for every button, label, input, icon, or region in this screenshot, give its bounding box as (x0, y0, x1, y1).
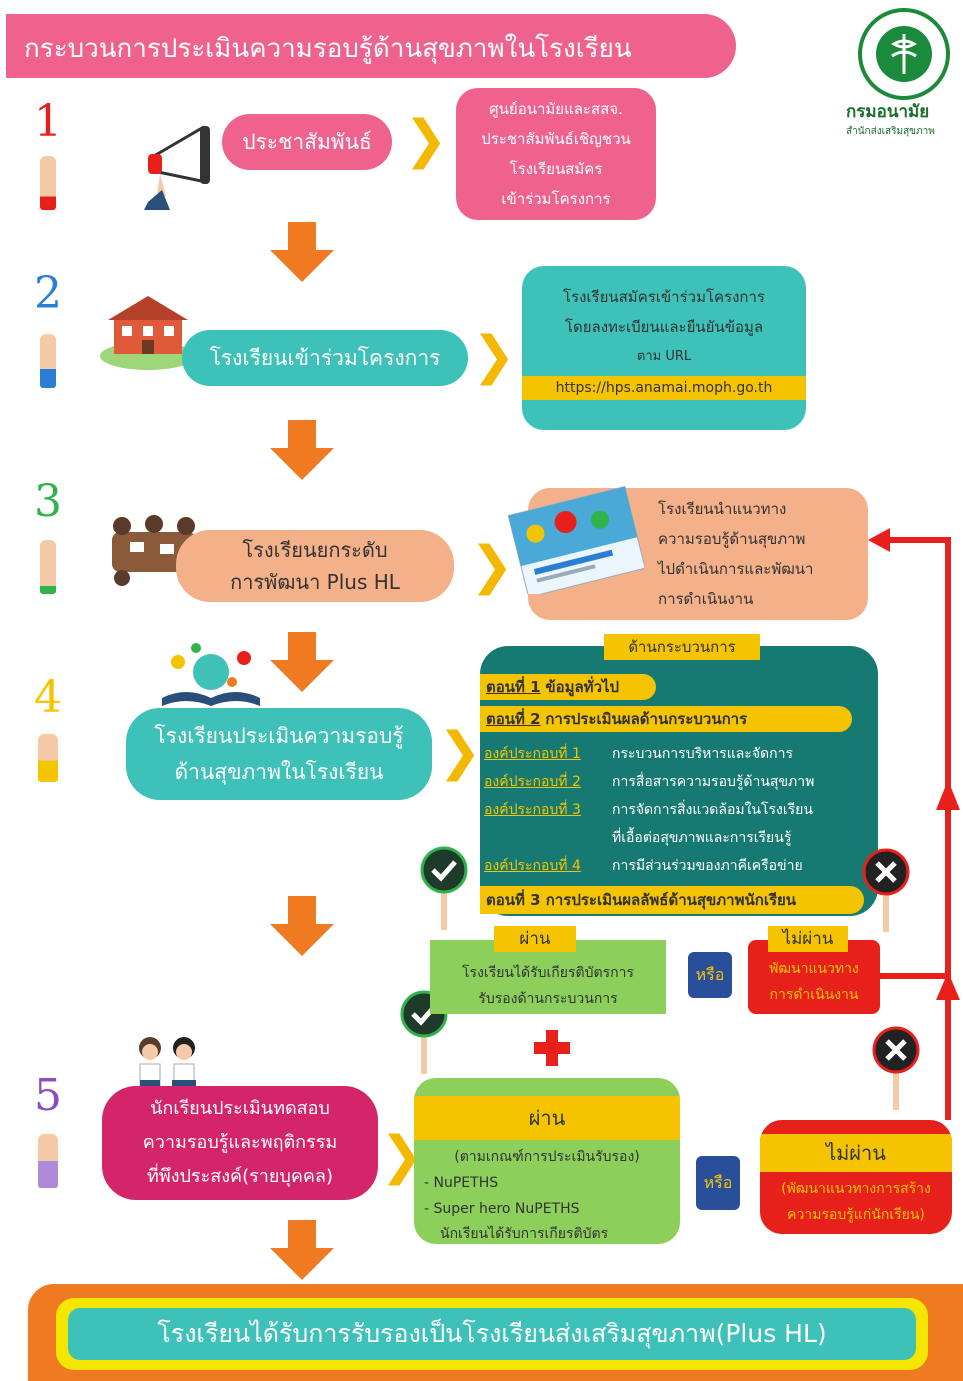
logo-name: กรมอนามัย (846, 102, 930, 122)
step-5-label: นักเรียนประเมินทดสอบ ความรอบรู้และพฤติกร… (102, 1086, 378, 1200)
step-2-label: โรงเรียนเข้าร่วมโครงการ (182, 330, 468, 386)
plus-icon (534, 1030, 570, 1066)
students-icon (139, 1037, 196, 1092)
chevron-right-icon: ❯ (438, 722, 482, 782)
down-arrow-icon (270, 632, 334, 692)
feedback-arrow-icon (936, 972, 960, 1120)
step-1-number: 1 (34, 96, 62, 147)
fail-1-box: พัฒนาแนวทาง การดำเนินงาน (748, 940, 880, 1014)
registration-url[interactable]: https://hps.anamai.moph.go.th (522, 376, 806, 400)
megaphone-icon (144, 125, 210, 210)
hand-three-icon (40, 540, 56, 594)
book-ideas-icon (162, 643, 260, 706)
down-arrow-icon (270, 896, 334, 956)
step-3-detail: โรงเรียนนำแนวทาง ความรอบรู้ด้านสุขภาพ ไป… (528, 488, 868, 620)
hand-one-icon (40, 156, 56, 210)
ministry-logo (858, 8, 950, 100)
process-tab: ด้านกระบวนการ (604, 634, 760, 660)
feedback-arrow-icon (868, 528, 960, 1020)
pass-1-box: โรงเรียนได้รับเกียรติบัตรการ รับรองด้านก… (430, 940, 666, 1014)
part-1-heading: ตอนที่ 1 ข้อมูลทั่วไป (480, 674, 656, 700)
cross-sign-icon (872, 1026, 920, 1110)
hand-four-icon (38, 734, 58, 782)
part-2-heading: ตอนที่ 2 การประเมินผลด้านกระบวนการ (480, 706, 852, 732)
or-badge: หรือ (696, 1156, 740, 1210)
final-banner: โรงเรียนได้รับการรับรองเป็นโรงเรียนส่งเส… (28, 1284, 963, 1381)
step-1-detail: ศูนย์อนามัยและสสจ. ประชาสัมพันธ์เชิญชวน … (456, 88, 656, 220)
down-arrow-icon (270, 222, 334, 282)
or-badge: หรือ (688, 952, 732, 998)
pass-1-tag: ผ่าน (494, 926, 576, 952)
school-building-icon (100, 296, 196, 370)
logo-subtitle: สำนักส่งเสริมสุขภาพ (846, 126, 935, 137)
list-item: ที่เอื้อต่อสุขภาพและการเรียนรู้ (612, 830, 792, 846)
step-4-label: โรงเรียนประเมินความรอบรู้ ด้านสุขภาพในโร… (126, 708, 432, 800)
down-arrow-icon (270, 420, 334, 480)
chevron-right-icon: ❯ (470, 536, 514, 596)
final-text: โรงเรียนได้รับการรับรองเป็นโรงเรียนส่งเส… (68, 1308, 916, 1360)
part-3-heading: ตอนที่ 3 การประเมินผลลัพธ์ด้านสุขภาพนักเ… (480, 886, 864, 914)
hand-five-icon (38, 1134, 58, 1188)
cross-sign-icon (862, 848, 910, 932)
pass-2-box: ผ่าน (ตามเกณฑ์การประเมินรับรอง) - NuPETH… (414, 1078, 680, 1244)
step-2-detail: โรงเรียนสมัครเข้าร่วมโครงการ โดยลงทะเบีย… (522, 266, 806, 430)
step-3-label: โรงเรียนยกระดับ การพัฒนา Plus HL (176, 530, 454, 602)
fail-1-tag: ไม่ผ่าน (768, 926, 848, 952)
hand-two-icon (40, 334, 56, 388)
step-3-number: 3 (34, 476, 62, 527)
fail-2-box: ไม่ผ่าน (พัฒนาแนวทางการสร้าง ความรอบรู้แ… (760, 1120, 952, 1234)
down-arrow-icon (270, 1220, 334, 1280)
page-title: กระบวนการประเมินความรอบรู้ด้านสุขภาพในโร… (6, 14, 736, 78)
step-5-number: 5 (34, 1070, 62, 1121)
step-4-number: 4 (34, 672, 62, 723)
chevron-right-icon: ❯ (472, 326, 516, 386)
handbook-cover-icon (508, 486, 644, 594)
step-1-label: ประชาสัมพันธ์ (222, 114, 392, 170)
step-2-number: 2 (34, 268, 62, 319)
pass-2-tag: ผ่าน (414, 1096, 680, 1140)
chevron-right-icon: ❯ (404, 110, 448, 170)
fail-2-tag: ไม่ผ่าน (760, 1134, 952, 1172)
check-sign-icon (420, 846, 468, 930)
